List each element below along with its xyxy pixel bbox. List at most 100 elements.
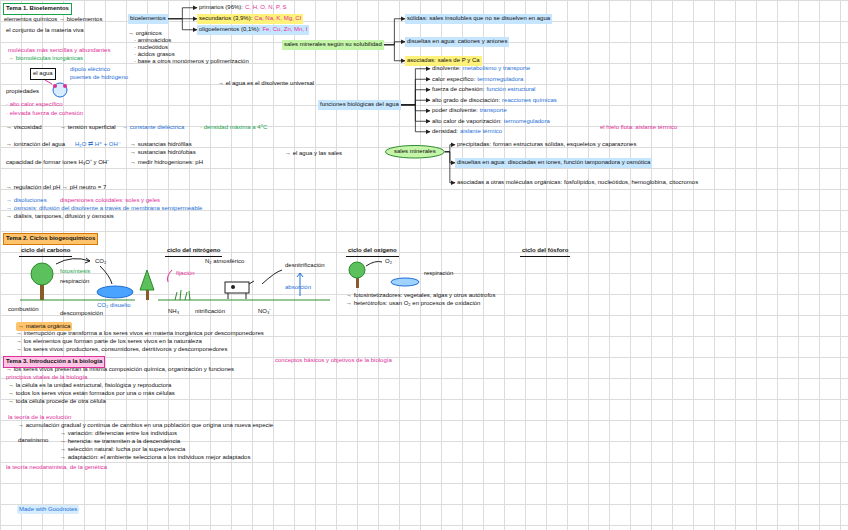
node-text: alto grado de disociación: xyxy=(432,97,500,103)
note-text: → el agua y las sales xyxy=(285,150,342,157)
category-box: precipitadas:forman estructuras sólidas,… xyxy=(455,140,638,150)
node-detail: aislante térmico xyxy=(460,128,502,134)
node-detail: termorreguladora xyxy=(504,118,550,124)
node-text: asociadas a otras moléculas orgánicas: xyxy=(457,179,562,185)
node-text: oligoelementos (0,1%): xyxy=(199,26,260,32)
note-text: → heterótrofos: usan O₂ en procesos de o… xyxy=(346,300,480,307)
note-text: → los elementos que forman parte de los … xyxy=(16,338,202,345)
water-molecule xyxy=(45,80,67,97)
note-text: dispersiones coloidales: soles y geles xyxy=(60,197,160,204)
concept-box: el agua xyxy=(30,68,56,80)
highlight-note: Made with Goodnotes xyxy=(17,505,79,514)
node-text: asociadas: xyxy=(407,57,436,63)
node-detail: fosfolípidos, nucleótidos, hemoglobina, … xyxy=(564,179,698,185)
category-box: oligoelementos (0,1%):Fe, Cu, Zn, Mn, I xyxy=(197,25,309,35)
note-text: → orgánicos xyxy=(128,30,162,37)
concept-box: bioelementos xyxy=(128,14,168,24)
node-text: Tema 3. Introducción a la biología xyxy=(6,358,102,364)
note-text: CO₂ disuelto xyxy=(97,302,131,309)
note-text: propiedades xyxy=(6,88,39,95)
note-text: principios vitales de la biología xyxy=(6,374,87,381)
highlight-note: → materia orgánica xyxy=(16,322,72,331)
node-text: disueltas en agua: xyxy=(407,38,456,44)
function-item: disolvente:metabolismo y transporte xyxy=(430,64,532,74)
node-text: precipitadas: xyxy=(457,141,491,147)
node-text: fuerza de cohesión: xyxy=(432,86,484,92)
note-text: → viscosidad xyxy=(6,124,42,131)
node-text: ciclo del nitrógeno xyxy=(167,247,220,253)
node-text: poder disolvente: xyxy=(432,107,478,113)
node-text: disueltas en agua: xyxy=(457,159,506,165)
function-item: alto grado de disociación:reacciones quí… xyxy=(430,96,559,106)
node-text: sales minerales xyxy=(394,148,436,154)
note-text: moléculas más sencillas y abundantes xyxy=(8,47,110,54)
function-item: poder disolvente:transporte xyxy=(430,106,509,116)
node-text: Tema 1. Bioelementos xyxy=(6,5,69,11)
node-detail: sales insolubles que no se disuelven en … xyxy=(429,15,550,21)
function-item: densidad:aislante térmico xyxy=(430,127,504,137)
note-text: · elevada fuerza de cohesión xyxy=(6,110,83,117)
note-text: el conjunto de la materia viva xyxy=(6,27,84,34)
node-detail: disociadas en iones, función tamponadora… xyxy=(508,159,651,165)
cycle-heading: ciclo del carbono xyxy=(19,246,72,257)
note-text: absorción xyxy=(285,284,311,291)
note-text: conceptos básicos y objetivos de la biol… xyxy=(275,357,392,364)
note-text: capacidad de formar iones H₃O⁺ y OH⁻ xyxy=(6,159,109,166)
node-detail: C, H, O, N, P, S xyxy=(245,4,287,10)
node-text: secundarios (3,9%): xyxy=(199,15,252,21)
note-text: → adaptación: el ambiente selecciona a l… xyxy=(60,454,250,461)
note-text: → ionización del agua xyxy=(6,141,65,148)
note-text: CO₂ xyxy=(95,258,106,265)
note-text: → toda célula procede de otra célula xyxy=(8,398,106,405)
note-text: puentes de hidrógeno xyxy=(70,74,128,81)
note-text: desnitrificación xyxy=(285,262,325,269)
note-text: → biomoléculas inorgánicas xyxy=(8,55,83,62)
node-text: primarios (96%): xyxy=(199,4,243,10)
note-text: → selección natural: lucha por la superv… xyxy=(60,446,185,453)
node-text: funciones biológicas del agua xyxy=(320,101,399,107)
node-detail: cationes y aniones xyxy=(458,38,508,44)
section-heading: Tema 1. Bioelementos xyxy=(3,3,72,15)
connector xyxy=(445,145,455,152)
concept-box: sales minerales según su solubilidad xyxy=(282,40,384,50)
category-box: disueltas en agua:disociadas en iones, f… xyxy=(455,158,652,168)
note-text: → sustancias hidrófobas xyxy=(130,149,196,156)
node-text: ciclo del oxígeno xyxy=(348,247,397,253)
note-text: · base a otros monómeros y polimerizació… xyxy=(134,58,249,65)
connector xyxy=(401,105,430,132)
note-text: → los seres vivos: productores, consumid… xyxy=(16,346,227,353)
connector xyxy=(401,79,430,105)
note-text: el hielo flota: aislante térmico xyxy=(600,124,677,131)
node-text: bioelementos xyxy=(130,15,166,21)
connector xyxy=(401,100,430,105)
note-text: dipolo eléctrico xyxy=(70,66,110,73)
connector xyxy=(384,19,405,45)
note-text: · nucleótidos xyxy=(134,44,168,51)
concept-bubble: sales minerales xyxy=(385,145,445,159)
note-text: · ácidos grasos xyxy=(134,51,175,58)
connector xyxy=(401,69,430,105)
node-text: sales minerales según su solubilidad xyxy=(284,41,382,47)
category-box: asociadas:sales de P y Ca xyxy=(405,56,482,66)
note-text: → herencia: se transmiten a la descenden… xyxy=(60,438,180,445)
note-text: fotosíntesis xyxy=(60,268,90,275)
node-detail: metabolismo y transporte xyxy=(463,65,530,71)
note-text: → variación: diferencias entre los indiv… xyxy=(60,430,177,437)
note-text: H₂O ⇄ H⁺ + OH⁻ xyxy=(75,141,121,148)
cycle-heading: ciclo del fósforo xyxy=(520,246,570,257)
function-item: fuerza de cohesión:función estructural xyxy=(430,85,537,95)
node-text: ciclo del fósforo xyxy=(522,247,568,253)
note-text: NO₃⁻ xyxy=(258,308,271,315)
category-box: secundarios (3,9%):Ca, Na, K, Mg, Cl xyxy=(197,14,303,24)
section-heading: Tema 3. Introducción a la biología xyxy=(3,356,105,368)
note-text: → fotosintetizadores: vegetales, algas y… xyxy=(346,292,495,299)
note-text: la teoría de la evolución xyxy=(8,414,71,421)
category-box: asociadas a otras moléculas orgánicas:fo… xyxy=(455,178,700,188)
note-text: la teoría neodarwinista, de la genética xyxy=(6,464,107,471)
node-detail: Ca, Na, K, Mg, Cl xyxy=(254,15,301,21)
node-detail: reacciones químicas xyxy=(502,97,557,103)
note-text: respiración xyxy=(424,270,453,277)
note-text: O₂ xyxy=(385,258,392,265)
connector xyxy=(384,45,405,61)
note-text: → sustancias hidrófilas xyxy=(130,141,192,148)
